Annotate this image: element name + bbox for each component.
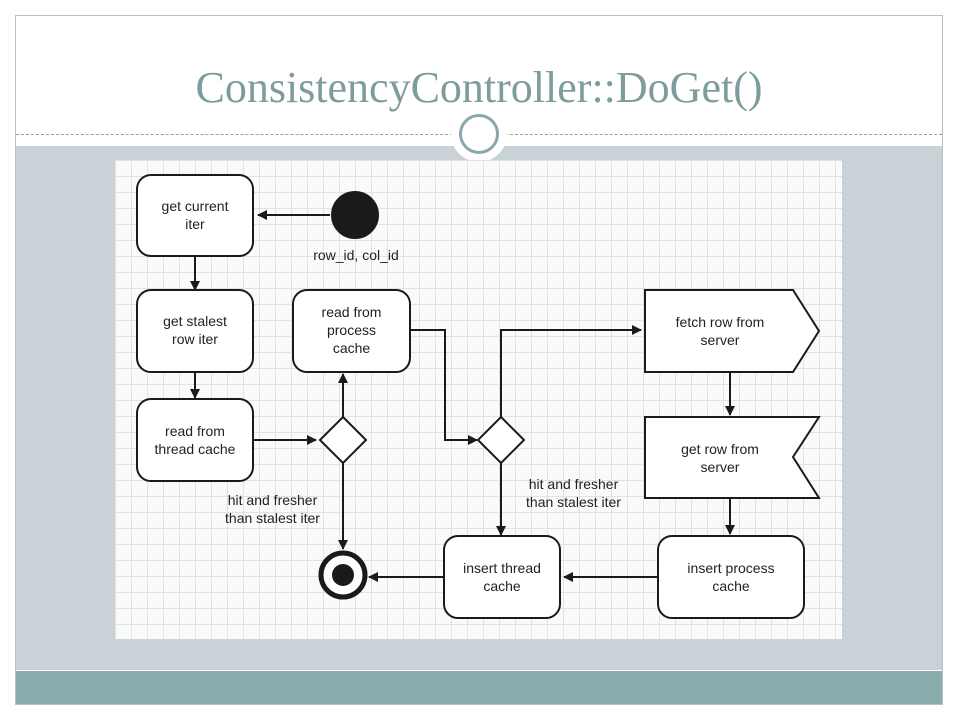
node-fetch-row-from-server bbox=[644, 289, 821, 373]
divider-ring-ornament bbox=[451, 106, 507, 162]
label-get-stalest-row-iter: get stalest row iter bbox=[163, 313, 227, 347]
label-fetch-row-from-server: fetch row from server bbox=[675, 314, 765, 348]
label-get-row-from-server: get row from server bbox=[681, 441, 759, 475]
footer-band bbox=[16, 671, 942, 704]
label-guard-thread: hit and fresher than stalest iter bbox=[225, 492, 320, 526]
label-get-current-iter: get current iter bbox=[161, 198, 229, 232]
diagram-canvas bbox=[136, 174, 821, 619]
label-read-thread-cache: read from thread cache bbox=[154, 423, 236, 457]
decision-node-process bbox=[476, 415, 526, 465]
node-get-current-iter bbox=[136, 174, 254, 257]
slide-title: ConsistencyController::DoGet() bbox=[195, 63, 763, 112]
node-get-stalest-row-iter bbox=[136, 289, 254, 373]
end-node-inner bbox=[332, 564, 354, 586]
label-start-params: row_id, col_id bbox=[313, 247, 399, 263]
ring-ornament-icon bbox=[459, 114, 499, 154]
activity-diagram: get current iter get stalest row iter re… bbox=[115, 160, 842, 639]
start-node bbox=[331, 191, 379, 239]
node-read-thread-cache bbox=[136, 398, 254, 482]
decision-node-thread bbox=[318, 415, 368, 465]
label-read-process-cache: read from process cache bbox=[321, 304, 382, 356]
label-insert-thread-cache: insert thread cache bbox=[463, 560, 541, 594]
label-insert-process-cache: insert process cache bbox=[687, 560, 775, 594]
node-insert-thread-cache bbox=[443, 535, 561, 619]
slide-frame bbox=[15, 15, 943, 705]
node-read-process-cache bbox=[292, 289, 411, 373]
node-get-row-from-server bbox=[644, 416, 821, 499]
edge-read-process-to-decision2 bbox=[410, 329, 478, 445]
edge-decision2-to-fetch-row bbox=[500, 325, 642, 417]
label-guard-process: hit and fresher than stalest iter bbox=[526, 476, 621, 510]
node-insert-process-cache bbox=[657, 535, 805, 619]
